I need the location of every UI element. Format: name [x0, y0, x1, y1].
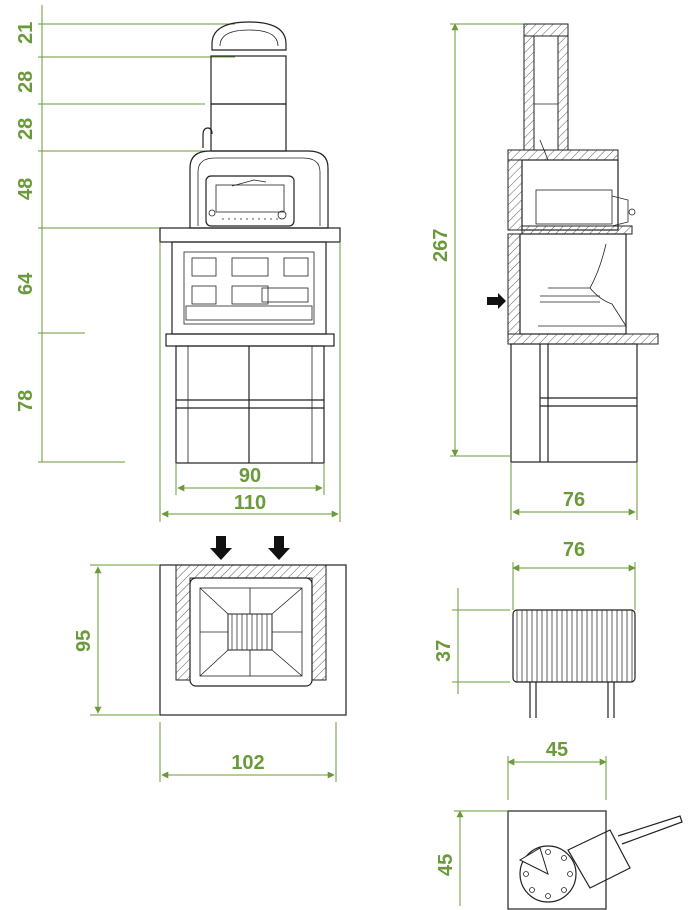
side-base	[510, 343, 638, 463]
dim-48: 48	[15, 178, 37, 200]
dim-267: 267	[430, 229, 452, 262]
lower-slab	[165, 333, 335, 347]
detail-view: 45 45	[435, 739, 683, 910]
chimney	[202, 21, 287, 152]
dim-37: 37	[433, 640, 455, 662]
front-view: 21 28 28 48 64 78	[15, 5, 341, 522]
dim-76-side: 76	[563, 489, 585, 511]
detail-width-dimension: 45	[507, 739, 607, 800]
grill-view: 76 37	[433, 539, 636, 718]
side-oven	[507, 149, 636, 235]
dim-110: 110	[234, 492, 266, 514]
oven-dome	[189, 150, 329, 229]
grill-height-dimension: 37	[433, 588, 510, 694]
detail-holes	[523, 849, 573, 899]
front-width-dimensions: 90 110	[159, 242, 341, 522]
plan-dimensions: 95 102	[73, 564, 337, 782]
dim-45-height: 45	[435, 854, 457, 876]
side-view: 267	[430, 23, 659, 520]
dim-28-upper: 28	[15, 71, 37, 93]
dim-76-grill: 76	[563, 539, 585, 561]
side-chimney	[523, 23, 569, 161]
plan-arrow-left-icon	[210, 536, 232, 560]
dim-78: 78	[15, 390, 37, 412]
plan-view: 95 102	[73, 536, 347, 782]
plan-arrow-right-icon	[268, 536, 290, 560]
base-blocks	[175, 345, 325, 464]
firebox	[171, 241, 327, 335]
counter-top	[159, 227, 341, 243]
side-arrow-icon	[487, 293, 506, 309]
side-counter	[507, 333, 659, 345]
dim-64: 64	[15, 272, 37, 295]
dim-45-width: 45	[546, 739, 568, 761]
dim-21: 21	[15, 22, 37, 44]
grill-width-dimension: 76	[512, 539, 636, 610]
dim-102: 102	[231, 752, 264, 774]
plan-arrows	[210, 536, 290, 560]
side-height-dimension: 267	[430, 23, 525, 457]
dim-90: 90	[239, 465, 261, 487]
dim-95: 95	[73, 630, 95, 652]
detail-height-dimension: 45	[435, 810, 508, 906]
dim-28-lower: 28	[15, 118, 37, 140]
front-height-dimensions: 21 28 28 48 64 78	[15, 5, 235, 463]
side-width-dimension: 76	[510, 462, 638, 520]
side-firebox	[487, 233, 627, 335]
